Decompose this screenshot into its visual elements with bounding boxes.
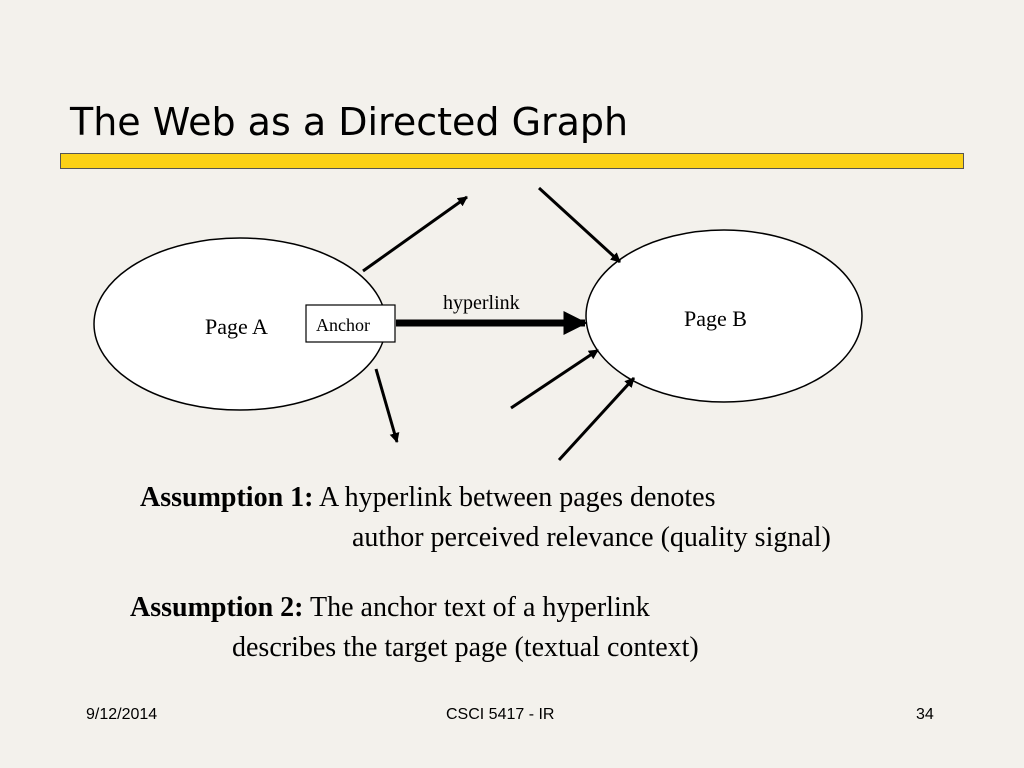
assumption-1: Assumption 1: A hyperlink between pages …	[140, 478, 831, 558]
page-b-label: Page B	[684, 306, 747, 331]
outgoing-arrow-down	[374, 368, 400, 443]
incoming-arrow-top	[537, 186, 622, 264]
assumption-2-line1: The anchor text of a hyperlink	[309, 592, 650, 623]
assumption-1-line2: author perceived relevance (quality sign…	[352, 522, 831, 553]
assumption-2-lead: Assumption 2:	[130, 592, 304, 623]
hyperlink-label: hyperlink	[443, 292, 520, 314]
incoming-arrow-lower-left	[510, 348, 599, 410]
footer-date: 9/12/2014	[86, 706, 158, 723]
assumption-2: Assumption 2: The anchor text of a hyper…	[130, 588, 699, 668]
assumption-1-lead: Assumption 1:	[140, 482, 314, 513]
assumption-2-line2: describes the target page (textual conte…	[232, 632, 699, 663]
assumption-1-line1: A hyperlink between pages denotes	[318, 482, 716, 513]
footer-course: CSCI 5417 - IR	[446, 706, 555, 723]
slide-title: The Web as a Directed Graph	[70, 100, 629, 144]
incoming-arrow-bottom	[557, 376, 636, 462]
page-a-label: Page A	[205, 314, 268, 339]
outgoing-arrow-up	[362, 195, 468, 273]
footer-page-number: 34	[916, 706, 934, 723]
title-accent-bar	[60, 153, 964, 169]
anchor-label: Anchor	[316, 315, 370, 335]
anchor-box	[305, 304, 396, 343]
